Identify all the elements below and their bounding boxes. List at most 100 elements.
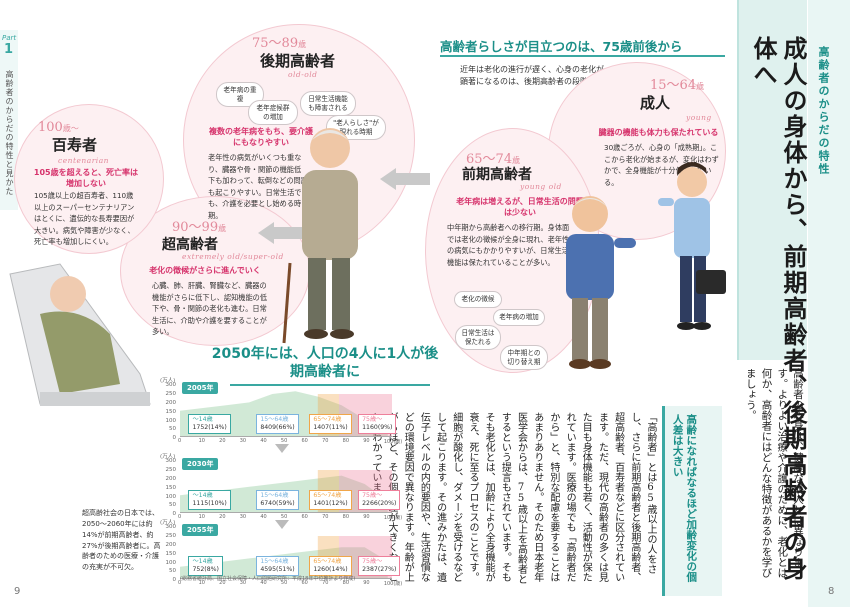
bubble-syndrome-increase: 老年症候群の増加 [248,100,298,126]
x-tick-label: 40 [260,438,267,444]
title-box [737,0,807,360]
group-name: 75歳〜 [362,416,383,423]
group-name: 65〜74歳 [313,558,342,565]
group-name: 15〜64歳 [260,558,289,565]
group-name: 〜14歳 [192,492,213,499]
x-tick-label: 40 [260,514,267,520]
stage-arrow-1 [380,168,430,190]
x-tick-label: 100(歳) [383,515,403,521]
centenarian-feature: 105歳を超えると、死亡率は増加しない [33,168,139,188]
graph-baseline [180,436,392,437]
bubble-aging-sign: 老化の徴候 [454,291,502,308]
year-badge: 2005年 [182,382,219,394]
x-tick-label: 90 [363,514,370,520]
y-tick-label: 250 [165,532,177,539]
centenarian-eng: centenarian [58,156,110,165]
x-tick-label: 20 [219,514,226,520]
group-value: 752(8%) [192,565,219,573]
page-number-right: 8 [828,586,835,597]
group-name: 〜14歳 [192,416,213,423]
group-label: 75歳〜2387(27%) [358,556,401,576]
adult-age: 15〜64歳 [650,78,705,93]
x-tick-label: 100(歳) [383,581,403,587]
x-tick-label: 30 [239,514,247,520]
group-name: 75歳〜 [362,558,383,565]
x-tick-label: 100(歳) [383,439,403,445]
old-old-age: 75〜89歳 [252,36,307,51]
group-value: 1260(14%) [313,565,348,573]
x-tick-label: 90 [363,438,370,444]
extremely-old-age: 90〜99歳 [172,220,227,235]
young-old-name: 前期高齢者 [462,167,532,183]
extremely-old-eng: extremely old/super-old [182,252,284,261]
section-header: 高齢者のからだの特性 [817,46,830,176]
old-old-circle [183,24,415,256]
bubble-transition: 中年期との切り替え期 [500,345,548,371]
part-label: Part [2,34,17,42]
x-tick-label: 90 [363,580,370,586]
stage-arrow-2 [258,222,304,244]
group-value: 1160(9%) [362,423,393,431]
centenarian-desc: 105歳以上の超百寿者、110歳以上のスーパーセンテナリアンはとくに、遺伝的な長… [34,191,135,247]
y-tick-label: 300 [165,524,177,530]
y-tick-label: 250 [165,466,177,473]
young-old-feature: 老年病は増えるが、日常生活の問題は少ない [456,197,584,217]
y-tick-label: 150 [165,550,177,557]
x-tick-label: 50 [280,514,288,520]
y-tick-label: 50 [169,426,176,433]
y-tick-label: 300 [165,458,177,464]
old-old-name: 後期高齢者 [260,52,336,70]
section75-rule [440,55,725,57]
x-tick-label: 70 [322,580,329,586]
x-tick-label: 30 [239,580,247,586]
x-tick-label: 10 [198,514,205,520]
bubble-disease-increase: 老年病の増加 [493,309,545,326]
adult-eng: young [686,113,712,122]
y-tick-label: 150 [165,408,177,415]
group-value: 4595(51%) [260,565,295,573]
x-tick-label: 20 [219,438,226,444]
y-tick-label: 0 [172,435,177,442]
old-old-eng: old-old [288,70,318,79]
part-tab [0,30,18,210]
graph-baseline [180,578,392,579]
x-tick-label: 0 [178,580,182,586]
y-tick-label: 200 [165,399,177,406]
y-tick-label: 0 [172,577,177,584]
x-tick-label: 60 [301,514,308,520]
graph-heading: 2050年には、人口の4人に1人が後期高齢者に [211,346,439,381]
y-tick-label: 100 [165,559,177,566]
graph-source: (総務省統計局、国立社会保障・人口問題研究所：平成18年中位推計より作成) [180,576,356,582]
y-tick-label: 200 [165,475,177,482]
x-tick-label: 70 [322,438,329,444]
centenarian-age: 100歳〜 [38,120,79,135]
year-badge: 2030年 [182,458,219,470]
graph-unit: (万人) [160,378,176,384]
section75-desc: 近年は老化の進行が遅く、心身の老化が顕著になるのは、後期高齢者の段階。 [460,65,604,87]
x-tick-label: 20 [219,580,226,586]
adult-man-illustration [658,162,726,330]
y-tick-label: 250 [165,390,177,397]
page-number-left: 9 [14,586,21,597]
x-tick-label: 0 [178,438,182,444]
panel-arrow [275,520,289,529]
centenarian-circle [14,104,164,254]
y-tick-label: 300 [165,382,177,388]
bed-patient-illustration [9,263,151,406]
adult-name: 成人 [640,94,671,112]
y-tick-label: 100 [165,493,177,500]
group-value: 1752(14%) [192,423,227,431]
young-old-man-illustration [566,196,636,369]
y-tick-label: 150 [165,484,177,491]
group-name: 65〜74歳 [313,416,342,423]
group-value: 1401(12%) [313,499,348,507]
bubble-daily-life-kept: 日常生活は保たれる [455,325,501,351]
old-old-feature: 複数の老年病をもち、要介護にもなりやすい [209,127,313,147]
x-tick-label: 10 [198,580,205,586]
graph-baseline [180,512,392,513]
